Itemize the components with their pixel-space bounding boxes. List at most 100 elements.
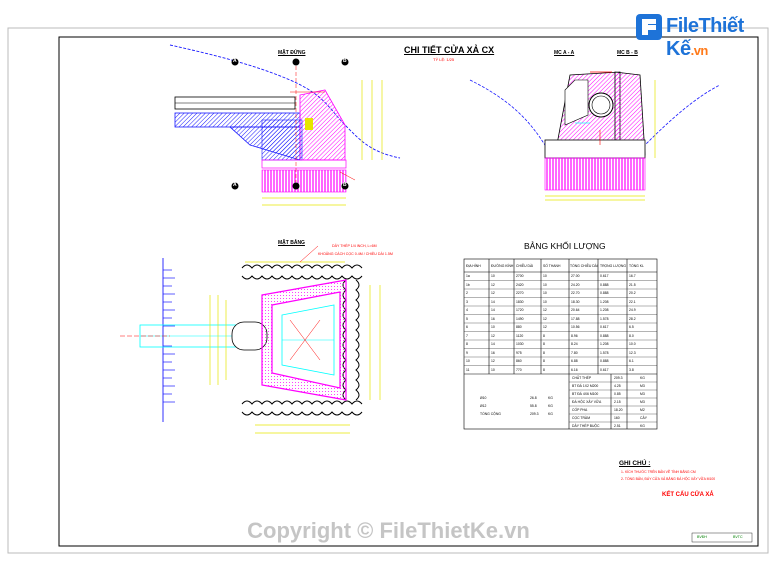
table-header: ĐỊA HÌNH <box>466 264 481 268</box>
table-cell: 20.64 <box>571 308 580 312</box>
material-cell: CÂY <box>640 416 647 420</box>
table-cell: 14 <box>491 342 495 346</box>
table-cell: 12 <box>491 282 495 287</box>
table-header: TRỌNG LƯỢNG <box>600 264 626 268</box>
table-cell: 10.0 <box>629 342 636 346</box>
drawing-scale-note: TỶ LỆ: 1/25 <box>433 57 455 62</box>
table-cell: 1a <box>466 274 470 278</box>
table-cell: 1.578 <box>600 350 609 355</box>
table-cell: 16 <box>491 350 495 355</box>
section-views <box>469 71 721 201</box>
table-header: SỐ THANH <box>543 264 561 268</box>
material-cell: KG <box>640 424 645 428</box>
table-cell: 880 <box>516 325 522 329</box>
table-cell: 8.0 <box>629 333 634 338</box>
table-row-lines <box>464 280 657 423</box>
table-cell: 12 <box>491 359 495 363</box>
table-cell: 0.617 <box>600 325 609 329</box>
table-header: TỔNG CHIỀU DÀI <box>570 264 598 268</box>
outer-frame <box>7 27 769 554</box>
section-b-title: MC B - B <box>617 50 638 56</box>
material-cell: 2.51 <box>614 424 621 428</box>
table-cell: 1b <box>466 282 470 287</box>
table-cell: 10 <box>491 325 495 329</box>
material-cell: M3 <box>640 392 645 396</box>
footer-mark-1: BVĐH <box>697 535 707 539</box>
section-marker-a-top: A <box>233 58 237 64</box>
material-cell: M2 <box>640 408 645 412</box>
table-cell: 12.3 <box>629 350 636 355</box>
material-cell: 0.85 <box>614 392 621 396</box>
table-cell: 4 <box>466 308 468 312</box>
table-cell: 5 <box>466 316 468 321</box>
table-cell: 16 <box>491 316 495 321</box>
table-cell: 10 <box>543 291 547 295</box>
table-cell: 11 <box>466 367 470 372</box>
table-cell: 2420 <box>516 282 524 287</box>
plan-note-1: DÂY THÉP 1/4 INCH, L=6M <box>332 244 377 248</box>
note-1: 1- KÍCH THƯỚC TRÊN BẢN VẼ TÍNH BẰNG CM <box>621 470 696 474</box>
subtotal-cell: 26.8 <box>530 396 537 400</box>
table-cell: 18.30 <box>571 299 580 304</box>
table-cell: 8.96 <box>571 333 578 338</box>
site-logo[interactable]: FileThiết Kế.vn <box>636 12 768 60</box>
table-cell: 10 <box>543 299 547 304</box>
material-cell: DÂY THÉP BUỘC <box>572 424 600 428</box>
section-marker-a-bottom: A <box>233 182 237 188</box>
table-cell: 14 <box>491 308 495 312</box>
footer-mark-box <box>691 532 753 543</box>
material-cell: BT ĐÁ 4X6 M100 <box>572 392 599 396</box>
table-cell: 1490 <box>516 316 524 321</box>
table-cell: 770 <box>516 367 522 372</box>
table-cell: 10 <box>491 274 495 278</box>
table-cell: 0.617 <box>600 367 609 372</box>
table-cell: 8 <box>543 350 545 355</box>
table-cell: 1030 <box>516 342 524 346</box>
logo-name: FileThiết Kế <box>666 15 744 60</box>
table-cell: 1830 <box>516 299 524 304</box>
material-cell: BT ĐÁ 1X2 M200 <box>572 384 599 388</box>
material-cell: CỌC TRÀM <box>572 416 591 420</box>
subtotal-cell: Ø10 <box>480 396 487 400</box>
table-cell: 2700 <box>516 274 524 278</box>
plan-view <box>120 245 381 434</box>
table-cell: 0.888 <box>600 333 609 338</box>
table-cell: 6.1 <box>629 359 634 363</box>
table-cell: 975 <box>516 350 522 355</box>
table-cell: 0.888 <box>600 282 609 287</box>
table-cell: 8 <box>543 359 545 363</box>
material-cell: M3 <box>640 400 645 404</box>
logo-tld: .vn <box>690 43 709 58</box>
table-cell: 1.208 <box>600 308 609 312</box>
table-cell: 0.888 <box>600 291 609 295</box>
table-cell: 16.7 <box>629 274 636 278</box>
table-cell: 8 <box>466 342 468 346</box>
table-cell: 1120 <box>516 333 524 338</box>
material-cell: CHẤT THÉP <box>572 376 592 380</box>
table-cell: 12 <box>491 291 495 295</box>
subtotal-cell: Ø12 <box>480 404 487 408</box>
table-cell: 8 <box>543 342 545 346</box>
table-cell: 9 <box>466 350 468 355</box>
inner-frame <box>58 36 759 547</box>
table-cell: 28.2 <box>629 316 636 321</box>
table-cell: 6.5 <box>629 325 634 329</box>
table-cell: 8.24 <box>571 342 578 346</box>
table-cell: 14 <box>491 299 495 304</box>
table-header: TỔNG KL <box>629 264 644 268</box>
subtotal-cell: KG <box>548 396 553 400</box>
subtotal-cell: KG <box>548 412 553 416</box>
drawing-main-title: CHI TIẾT CỬA XẢ CX <box>404 45 495 55</box>
subtotal-cell: 209.3 <box>530 412 539 416</box>
table-cell: 10 <box>466 359 470 363</box>
table-cell: 8 <box>543 333 545 338</box>
table-cell: 17.88 <box>571 316 580 321</box>
notes-title: GHI CHÚ : <box>619 460 651 467</box>
table-cell: 0.888 <box>600 359 609 363</box>
table-cell: 1.208 <box>600 342 609 346</box>
section-marker-b-top: B <box>343 58 347 64</box>
table-cell: 1720 <box>516 308 524 312</box>
plan-note-2: KHOẢNG CÁCH CỌC 0.4M / CHIỀU DÀI 1.5M <box>318 252 393 256</box>
subtotal-cell: 55.8 <box>530 404 537 408</box>
